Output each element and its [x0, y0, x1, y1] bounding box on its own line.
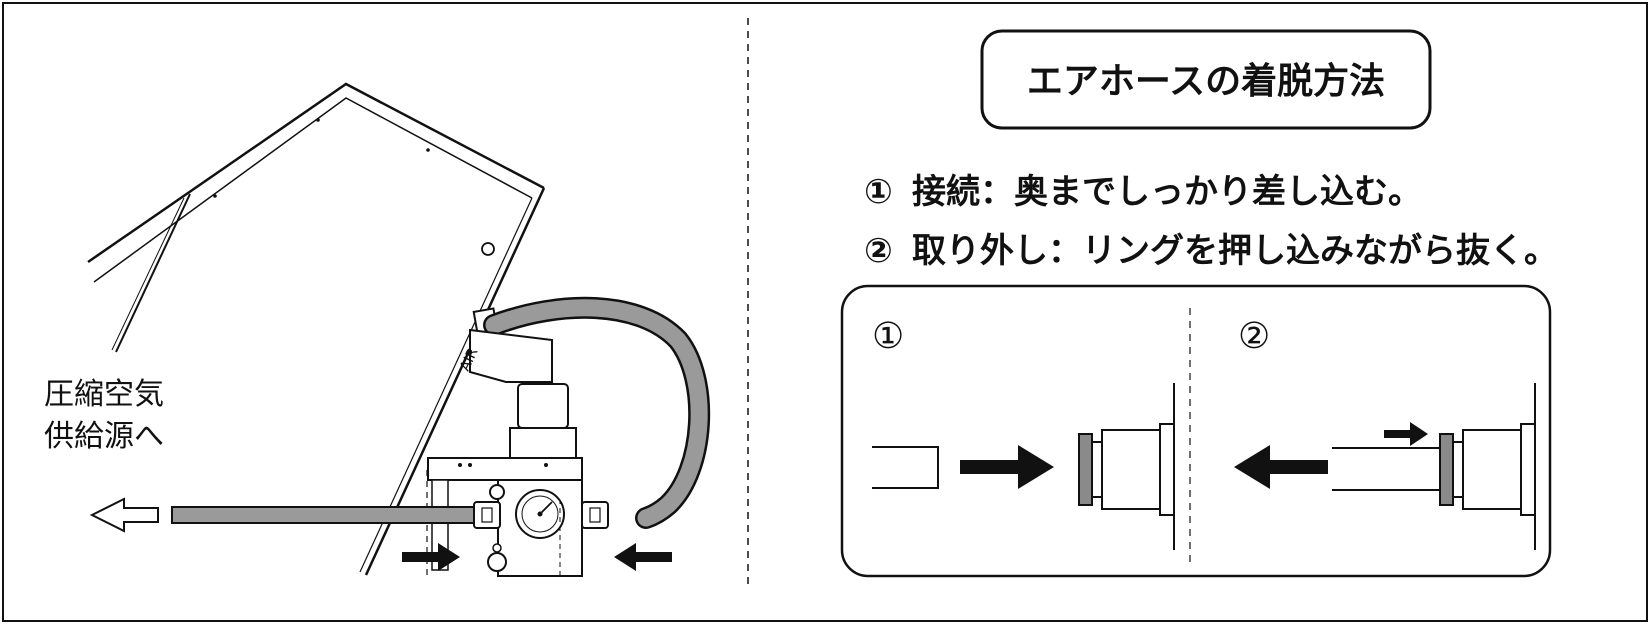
gauge-inner-ring — [521, 495, 559, 533]
plate-dot — [544, 463, 548, 467]
figure-label-2: ② — [1238, 316, 1270, 357]
push-in-arrow-icon — [960, 445, 1054, 489]
title-box — [980, 29, 1432, 130]
supply-hose — [171, 506, 475, 524]
regulator-neck — [509, 427, 577, 459]
step-text-remove: 取り外し：リングを押し込みながら抜く。 — [912, 231, 1558, 271]
machine-lid-edge — [87, 82, 545, 264]
figure-box — [840, 284, 1552, 578]
machine-illustration: AIR — [87, 82, 711, 577]
drain-knob-bottom — [487, 552, 507, 572]
fitting-nut — [1520, 423, 1536, 516]
page-title: エアホースの着脱方法 — [1027, 61, 1385, 102]
air-hose-fill — [485, 299, 708, 527]
step-text-connect: 接続：奥までしっかり差し込む。 — [912, 172, 1422, 212]
fitting-body — [1462, 429, 1522, 510]
figure-label-1: ① — [872, 316, 904, 357]
fitting-body — [1101, 429, 1161, 510]
machine-lid-side — [115, 193, 191, 353]
plate-dot — [458, 463, 462, 467]
insert-arrow-right-icon — [402, 543, 460, 571]
hose-end — [872, 446, 939, 489]
rivet-dot — [213, 194, 217, 198]
rivet-dot — [316, 118, 320, 122]
drain-knob-neck — [492, 543, 502, 553]
fitting-collar — [1452, 441, 1464, 498]
front-screw — [481, 242, 495, 256]
regulator-plate — [427, 457, 583, 481]
outflow-hollow-arrow-icon — [89, 497, 159, 533]
figure-connect — [872, 383, 1175, 550]
fitting-collar — [1091, 441, 1103, 498]
gauge-needle — [539, 501, 553, 515]
rivet-dot — [426, 148, 430, 152]
fitting-nut — [1159, 423, 1175, 516]
release-ring — [1439, 433, 1454, 506]
drain-knob-top — [489, 484, 505, 500]
machine-lid-side-inner — [111, 197, 185, 351]
release-ring — [1078, 433, 1093, 506]
regulator-right-fitting-ring — [589, 507, 601, 523]
regulator-left-fitting-ring — [481, 507, 493, 523]
plate-dot — [468, 463, 472, 467]
supply-label-line1: 圧縮空気 — [44, 377, 164, 412]
push-ring-arrow-icon — [1384, 422, 1428, 446]
supply-label-line2: 供給源へ — [44, 419, 164, 454]
step-number: ① — [864, 172, 893, 212]
mount-bracket — [469, 328, 553, 383]
pull-out-arrow-icon — [1234, 445, 1328, 489]
step-number: ② — [864, 231, 893, 271]
machine-lid-inner — [93, 97, 533, 283]
figure-remove — [1234, 383, 1536, 550]
regulator-cap — [517, 383, 569, 429]
gauge-pivot — [537, 511, 543, 517]
insert-arrow-left-icon — [614, 543, 672, 571]
